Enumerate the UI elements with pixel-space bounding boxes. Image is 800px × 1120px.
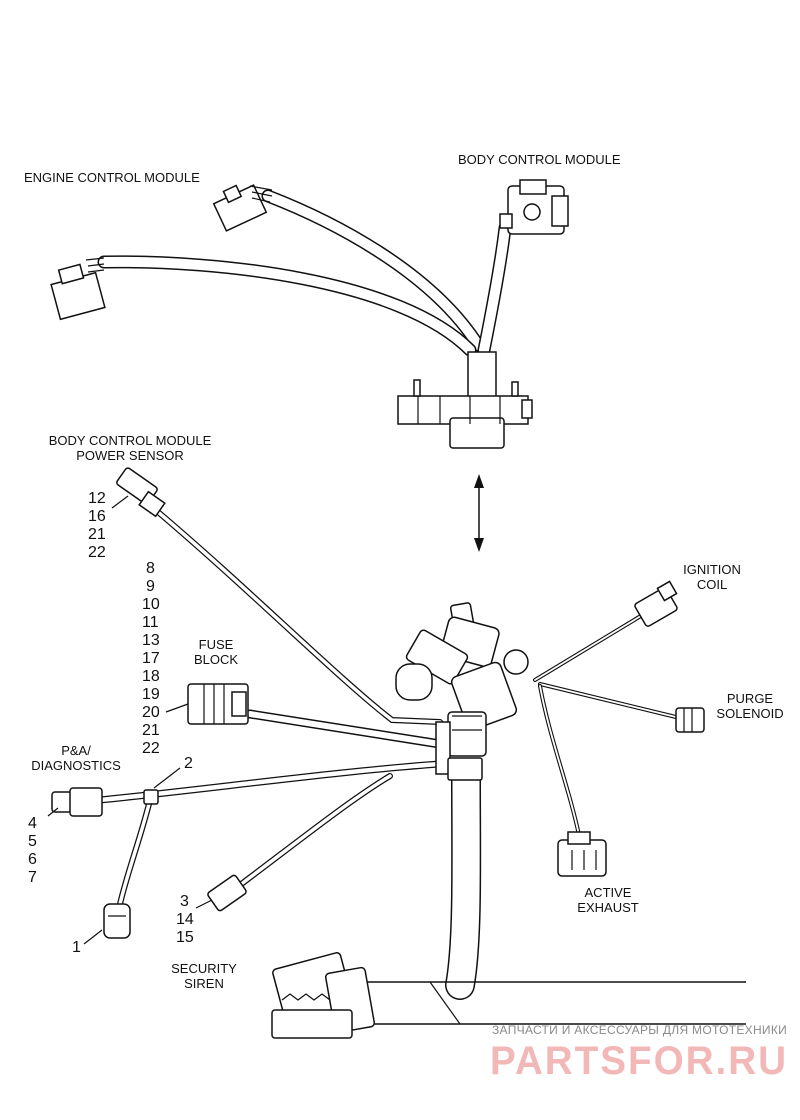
active-exhaust-connector <box>557 831 607 877</box>
watermark-caption: ЗАПЧАСТИ И АКСЕССУАРЫ ДЛЯ МОТОТЕХНИКИ <box>492 1023 787 1037</box>
callout-numbers: 12 16 21 22 8 9 10 11 13 17 18 19 20 21 … <box>28 490 194 956</box>
label-fuse-block-2: BLOCK <box>194 652 238 667</box>
callout-number: 11 <box>142 614 159 631</box>
purge-solenoid-connector <box>675 707 705 733</box>
callout-number: 7 <box>28 869 37 886</box>
callouts-diagnostics: 4 5 6 7 <box>28 815 37 886</box>
callouts-bcm-power-sensor: 12 16 21 22 <box>88 490 106 561</box>
label-fuse-block-1: FUSE <box>199 637 234 652</box>
callout-number: 14 <box>176 911 194 928</box>
callout-number-item-1: 1 <box>72 939 81 956</box>
label-active-exhaust-2: EXHAUST <box>577 900 638 915</box>
callout-number: 17 <box>142 650 160 667</box>
bcm-power-sensor-connector <box>116 467 166 518</box>
ignition-coil-connector <box>634 580 678 627</box>
bcm-connector <box>499 179 569 235</box>
label-security-siren-1: SECURITY <box>171 961 237 976</box>
ecm-connector-upper <box>212 184 273 232</box>
ecm-connector-lower <box>50 257 106 321</box>
label-bcm-power-sensor-2: POWER SENSOR <box>76 448 184 463</box>
callout-number: 20 <box>142 704 160 721</box>
callout-number: 15 <box>176 929 194 946</box>
upper-junction-block <box>397 379 533 449</box>
connection-double-arrow <box>474 474 484 552</box>
callout-number: 6 <box>28 851 37 868</box>
leader-lines <box>47 495 213 945</box>
label-purge-solenoid-1: PURGE <box>727 691 774 706</box>
callout-number: 4 <box>28 815 37 832</box>
callout-number-item-2: 2 <box>184 755 193 772</box>
diagnostics-connector <box>51 787 103 817</box>
lower-harness-wires <box>96 509 682 1000</box>
callout-number: 22 <box>142 740 160 757</box>
label-purge-solenoid-2: SOLENOID <box>716 706 783 721</box>
callout-number: 18 <box>142 668 160 685</box>
upper-wire-bundles <box>97 189 512 357</box>
callout-number: 13 <box>142 632 160 649</box>
callout-number: 21 <box>142 722 160 739</box>
callout-number: 16 <box>88 508 106 525</box>
label-bcm-power-sensor-1: BODY CONTROL MODULE <box>49 433 212 448</box>
label-pa-diagnostics-2: DIAGNOSTICS <box>31 758 121 773</box>
callout-number: 21 <box>88 526 106 543</box>
label-security-siren-2: SIREN <box>184 976 224 991</box>
label-ignition-coil-1: IGNITION <box>683 562 741 577</box>
security-siren-connector <box>207 874 247 912</box>
round-connector-item-1 <box>103 903 131 939</box>
label-ignition-coil-2: COIL <box>697 577 727 592</box>
component-labels: ENGINE CONTROL MODULE BODY CONTROL MODUL… <box>24 152 784 991</box>
label-engine-control-module: ENGINE CONTROL MODULE <box>24 170 200 185</box>
callouts-security-siren: 3 14 15 <box>176 893 194 946</box>
callout-number: 8 <box>146 560 155 577</box>
upper-harness-assembly <box>50 179 569 449</box>
watermark: ЗАПЧАСТИ И АКСЕССУАРЫ ДЛЯ МОТОТЕХНИКИ PA… <box>490 1023 788 1083</box>
callouts-fuse-block: 8 9 10 11 13 17 18 19 20 21 22 <box>142 560 160 757</box>
callout-number: 10 <box>142 596 160 613</box>
callout-number: 22 <box>88 544 106 561</box>
label-body-control-module: BODY CONTROL MODULE <box>458 152 621 167</box>
callout-number: 3 <box>180 893 189 910</box>
watermark-logo: PARTSFOR.RU <box>490 1039 788 1083</box>
label-pa-diagnostics-1: P&A/ <box>61 743 91 758</box>
label-active-exhaust-1: ACTIVE <box>585 885 632 900</box>
central-junction-assembly <box>395 602 529 781</box>
upper-junction-sleeve <box>467 351 497 403</box>
frame-structure <box>271 952 746 1039</box>
callout-number: 5 <box>28 833 37 850</box>
callout-number: 12 <box>88 490 106 507</box>
fuse-block-connector <box>187 683 249 725</box>
harness-clip <box>143 789 159 805</box>
callout-number: 9 <box>146 578 155 595</box>
callout-number: 19 <box>142 686 160 703</box>
